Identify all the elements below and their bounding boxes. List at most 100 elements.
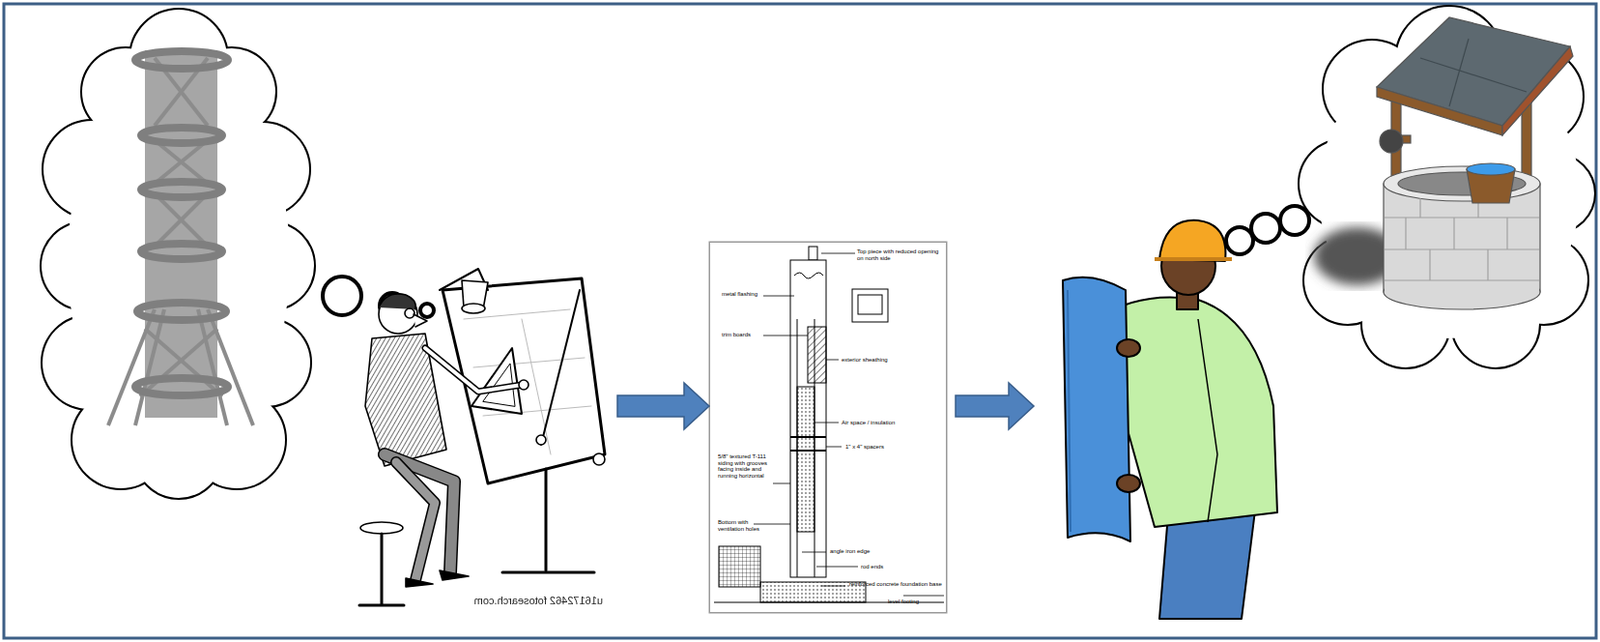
- thought-bubbles-part: [322, 276, 362, 315]
- drafter-cartoon-part: [425, 347, 522, 392]
- drafter-cartoon-part: [404, 308, 415, 318]
- tower-sketch-part-part: [141, 181, 223, 198]
- block-arrow: [617, 382, 710, 429]
- drafter-cartoon-part: [518, 379, 529, 390]
- plan-sheet-part-part: [826, 359, 839, 361]
- plan-sheet-box: Top piece with reduced opening on north …: [709, 241, 947, 613]
- thought-bubbles: [1226, 205, 1310, 255]
- drafter-cartoon-part: [425, 347, 522, 392]
- plan-sheet-part: [709, 241, 947, 613]
- drafter-cartoon-part: [396, 461, 435, 580]
- part-label: 1" x 4" spacers: [845, 443, 914, 451]
- plan-sheet-part: [797, 386, 815, 532]
- plan-sheet-part: [718, 545, 761, 587]
- well-picture-part: [1420, 38, 1527, 107]
- plan-sheet-part-part: [821, 253, 856, 255]
- tower-sketch-part-part: [135, 51, 229, 69]
- worker-figure-part: [1116, 339, 1141, 357]
- drafter-cartoon: [359, 268, 605, 605]
- worker-figure-part: [1154, 257, 1232, 261]
- part-label: exterior sheathing: [841, 356, 919, 364]
- drafter-cartoon-part: [380, 533, 384, 604]
- block-arrow-part: [955, 382, 1034, 429]
- part-label: trim boards: [721, 331, 772, 339]
- drafter-cartoon-part: [396, 461, 435, 580]
- drafter-cartoon-part: [378, 293, 416, 310]
- part-label: rod ends: [860, 563, 910, 571]
- well-picture-part-part: [1428, 249, 1430, 281]
- plan-sheet-part-part: [821, 585, 846, 587]
- drafter-cartoon-part: [593, 453, 605, 465]
- plan-sheet-part: [807, 326, 827, 383]
- plan-sheet-part-part: [801, 551, 827, 553]
- part-label: level footing: [887, 598, 944, 605]
- well-picture-part: [1466, 163, 1515, 175]
- plan-sheet: [709, 241, 947, 613]
- tower-sketch-part-part: [140, 328, 218, 397]
- well-picture-part: [1376, 17, 1571, 126]
- tower-sketch-part-part: [154, 193, 208, 247]
- drafter-cartoon-part: [463, 309, 592, 455]
- part-label: Air space / insulation: [841, 419, 923, 427]
- tower-sketch-part-part: [141, 243, 223, 259]
- tower-sketch-part-part: [154, 193, 208, 247]
- tower-sketch-part-part: [135, 309, 165, 426]
- well-picture-part-part: [1420, 57, 1527, 92]
- well-picture-part-part: [1449, 38, 1469, 107]
- plan-sheet-part: [794, 272, 824, 279]
- well-picture-part: [1383, 166, 1541, 201]
- well-picture-part-part: [1384, 248, 1540, 250]
- part-label: metal flashing: [721, 290, 776, 298]
- plan-sheet-part: [857, 294, 883, 315]
- worker-figure: [1062, 220, 1278, 619]
- plan-sheet-part: [790, 259, 827, 577]
- well-picture-part-part: [1453, 217, 1455, 250]
- drafter-cartoon-part: [359, 603, 404, 607]
- watermark-text: u16172462 fotosearch.com: [448, 594, 603, 606]
- thought-cloud-fill: [1299, 6, 1595, 368]
- well-picture-part: [1379, 129, 1403, 153]
- drafter-cartoon-part: [544, 468, 548, 571]
- plan-sheet-part: [808, 246, 818, 260]
- plan-sheet-part: [790, 449, 827, 452]
- plan-sheet-part: [753, 253, 944, 596]
- tower-sketch-part: [135, 51, 229, 396]
- drafter-cartoon-part: [502, 571, 595, 574]
- well-picture-part-part: [1384, 279, 1540, 281]
- worker-figure-part: [1198, 318, 1218, 522]
- well-picture: [1314, 17, 1573, 310]
- part-label: reinforced concrete foundation base: [849, 580, 943, 588]
- worker-figure-part: [1116, 474, 1141, 492]
- well-picture-part: [1383, 274, 1541, 310]
- drafter-cartoon-part: [413, 314, 428, 327]
- tower-sketch-part: [108, 57, 254, 426]
- well-picture-part-part: [1404, 217, 1406, 250]
- drafter-cartoon-part: [405, 577, 433, 587]
- thought-cloud: [41, 9, 315, 498]
- well-picture-part: [1376, 86, 1503, 136]
- worker-figure-part: [1062, 277, 1131, 542]
- plan-sheet-part-part: [826, 446, 842, 448]
- thought-bubbles-part: [1226, 227, 1254, 255]
- outer-frame-part: [3, 3, 1597, 638]
- well-picture-part-part: [1419, 198, 1421, 218]
- plan-sheet-part-part: [772, 483, 791, 485]
- part-label: Bottom with ventilation holes: [717, 518, 763, 532]
- part-label: 5/8" textured T-111 siding with grooves …: [717, 453, 782, 479]
- plan-sheet-part-part: [816, 566, 858, 568]
- plan-sheet-part-part: [763, 295, 795, 297]
- tower-sketch-part-part: [141, 127, 223, 143]
- tower-sketch-part-part: [137, 302, 227, 320]
- worker-figure-part: [1067, 289, 1071, 532]
- outer-frame: [3, 3, 1597, 638]
- thought-cloud: [1299, 6, 1595, 368]
- drafter-cartoon-part: [461, 303, 486, 314]
- plan-sheet-part-part: [763, 335, 808, 337]
- well-picture-part-part: [1506, 217, 1508, 250]
- drafter-cartoon-part: [471, 347, 522, 414]
- well-picture-part-part: [1384, 216, 1540, 218]
